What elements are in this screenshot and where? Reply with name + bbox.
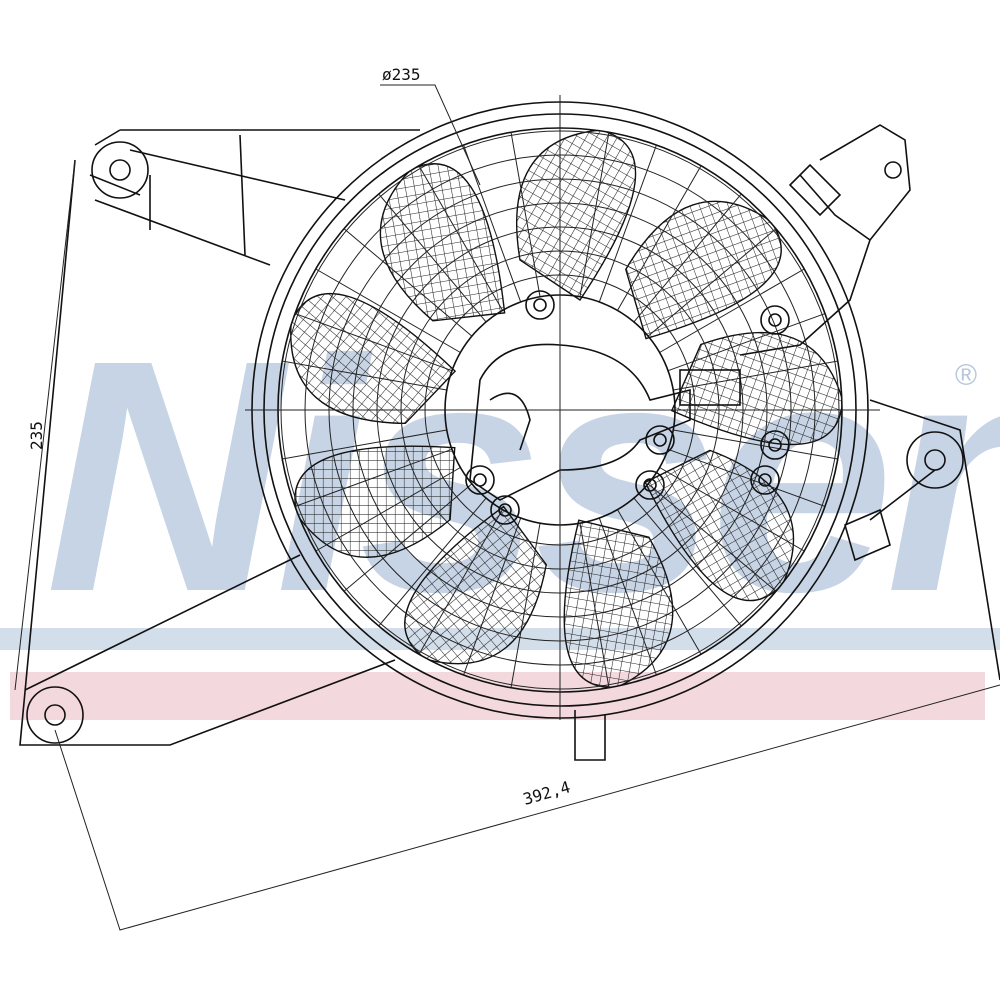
guard-spoke <box>617 149 711 311</box>
guard-spoke <box>329 216 473 337</box>
bolt-icon <box>760 430 790 460</box>
guard-spoke <box>617 509 711 671</box>
shroud-frame <box>19 124 1000 761</box>
bolt-icon <box>525 290 555 320</box>
bolt-icon <box>465 465 495 495</box>
guard-spoke <box>633 179 754 323</box>
dimension-fan-diameter: ø235 <box>382 65 421 84</box>
guard-spoke <box>579 523 613 692</box>
guard-spoke <box>667 448 842 514</box>
guard-spoke <box>647 216 791 337</box>
guard-spoke <box>366 497 487 641</box>
mount-hole-bottom-left <box>26 686 84 744</box>
guard-spoke <box>409 149 503 311</box>
guard-spoke <box>278 448 453 514</box>
guard-spoke <box>507 128 541 297</box>
mount-hole-connector <box>884 161 902 179</box>
bolt-icon <box>760 305 790 335</box>
fan-blade <box>670 332 842 446</box>
guard-spoke <box>598 128 664 303</box>
guard-spoke <box>633 497 754 641</box>
guard-spoke <box>409 509 503 671</box>
guard-spoke <box>507 523 541 692</box>
guard-spoke <box>299 259 461 353</box>
fan <box>245 95 880 720</box>
mount-hole-top-left <box>91 141 149 199</box>
watermark-pink-band <box>10 672 985 720</box>
dimension-height: 235 <box>27 421 46 450</box>
bolt-icon <box>490 495 520 525</box>
bolt-icon <box>645 425 675 455</box>
motor-connector <box>679 369 741 406</box>
bolt-icon <box>750 465 780 495</box>
guard-spoke <box>329 483 473 604</box>
guard-spoke <box>278 429 447 463</box>
guard-spoke <box>673 357 842 391</box>
guard-spoke <box>673 429 842 463</box>
watermark-registered-mark: ® <box>955 359 977 392</box>
guard-spoke <box>366 179 487 323</box>
guard-spoke <box>456 517 522 692</box>
guard-spoke <box>299 467 461 561</box>
guard-spoke <box>659 467 821 561</box>
guard-spoke <box>647 483 791 604</box>
mount-hole-right <box>906 431 964 489</box>
bolt-icon <box>635 470 665 500</box>
guard-spoke <box>667 306 842 372</box>
dimension-mount-span: 392,4 <box>521 777 573 809</box>
guard-spoke <box>659 259 821 353</box>
guard-spoke <box>598 517 664 692</box>
guard-spoke <box>278 306 453 372</box>
guard-spoke <box>278 357 447 391</box>
guard-spoke <box>579 128 613 297</box>
